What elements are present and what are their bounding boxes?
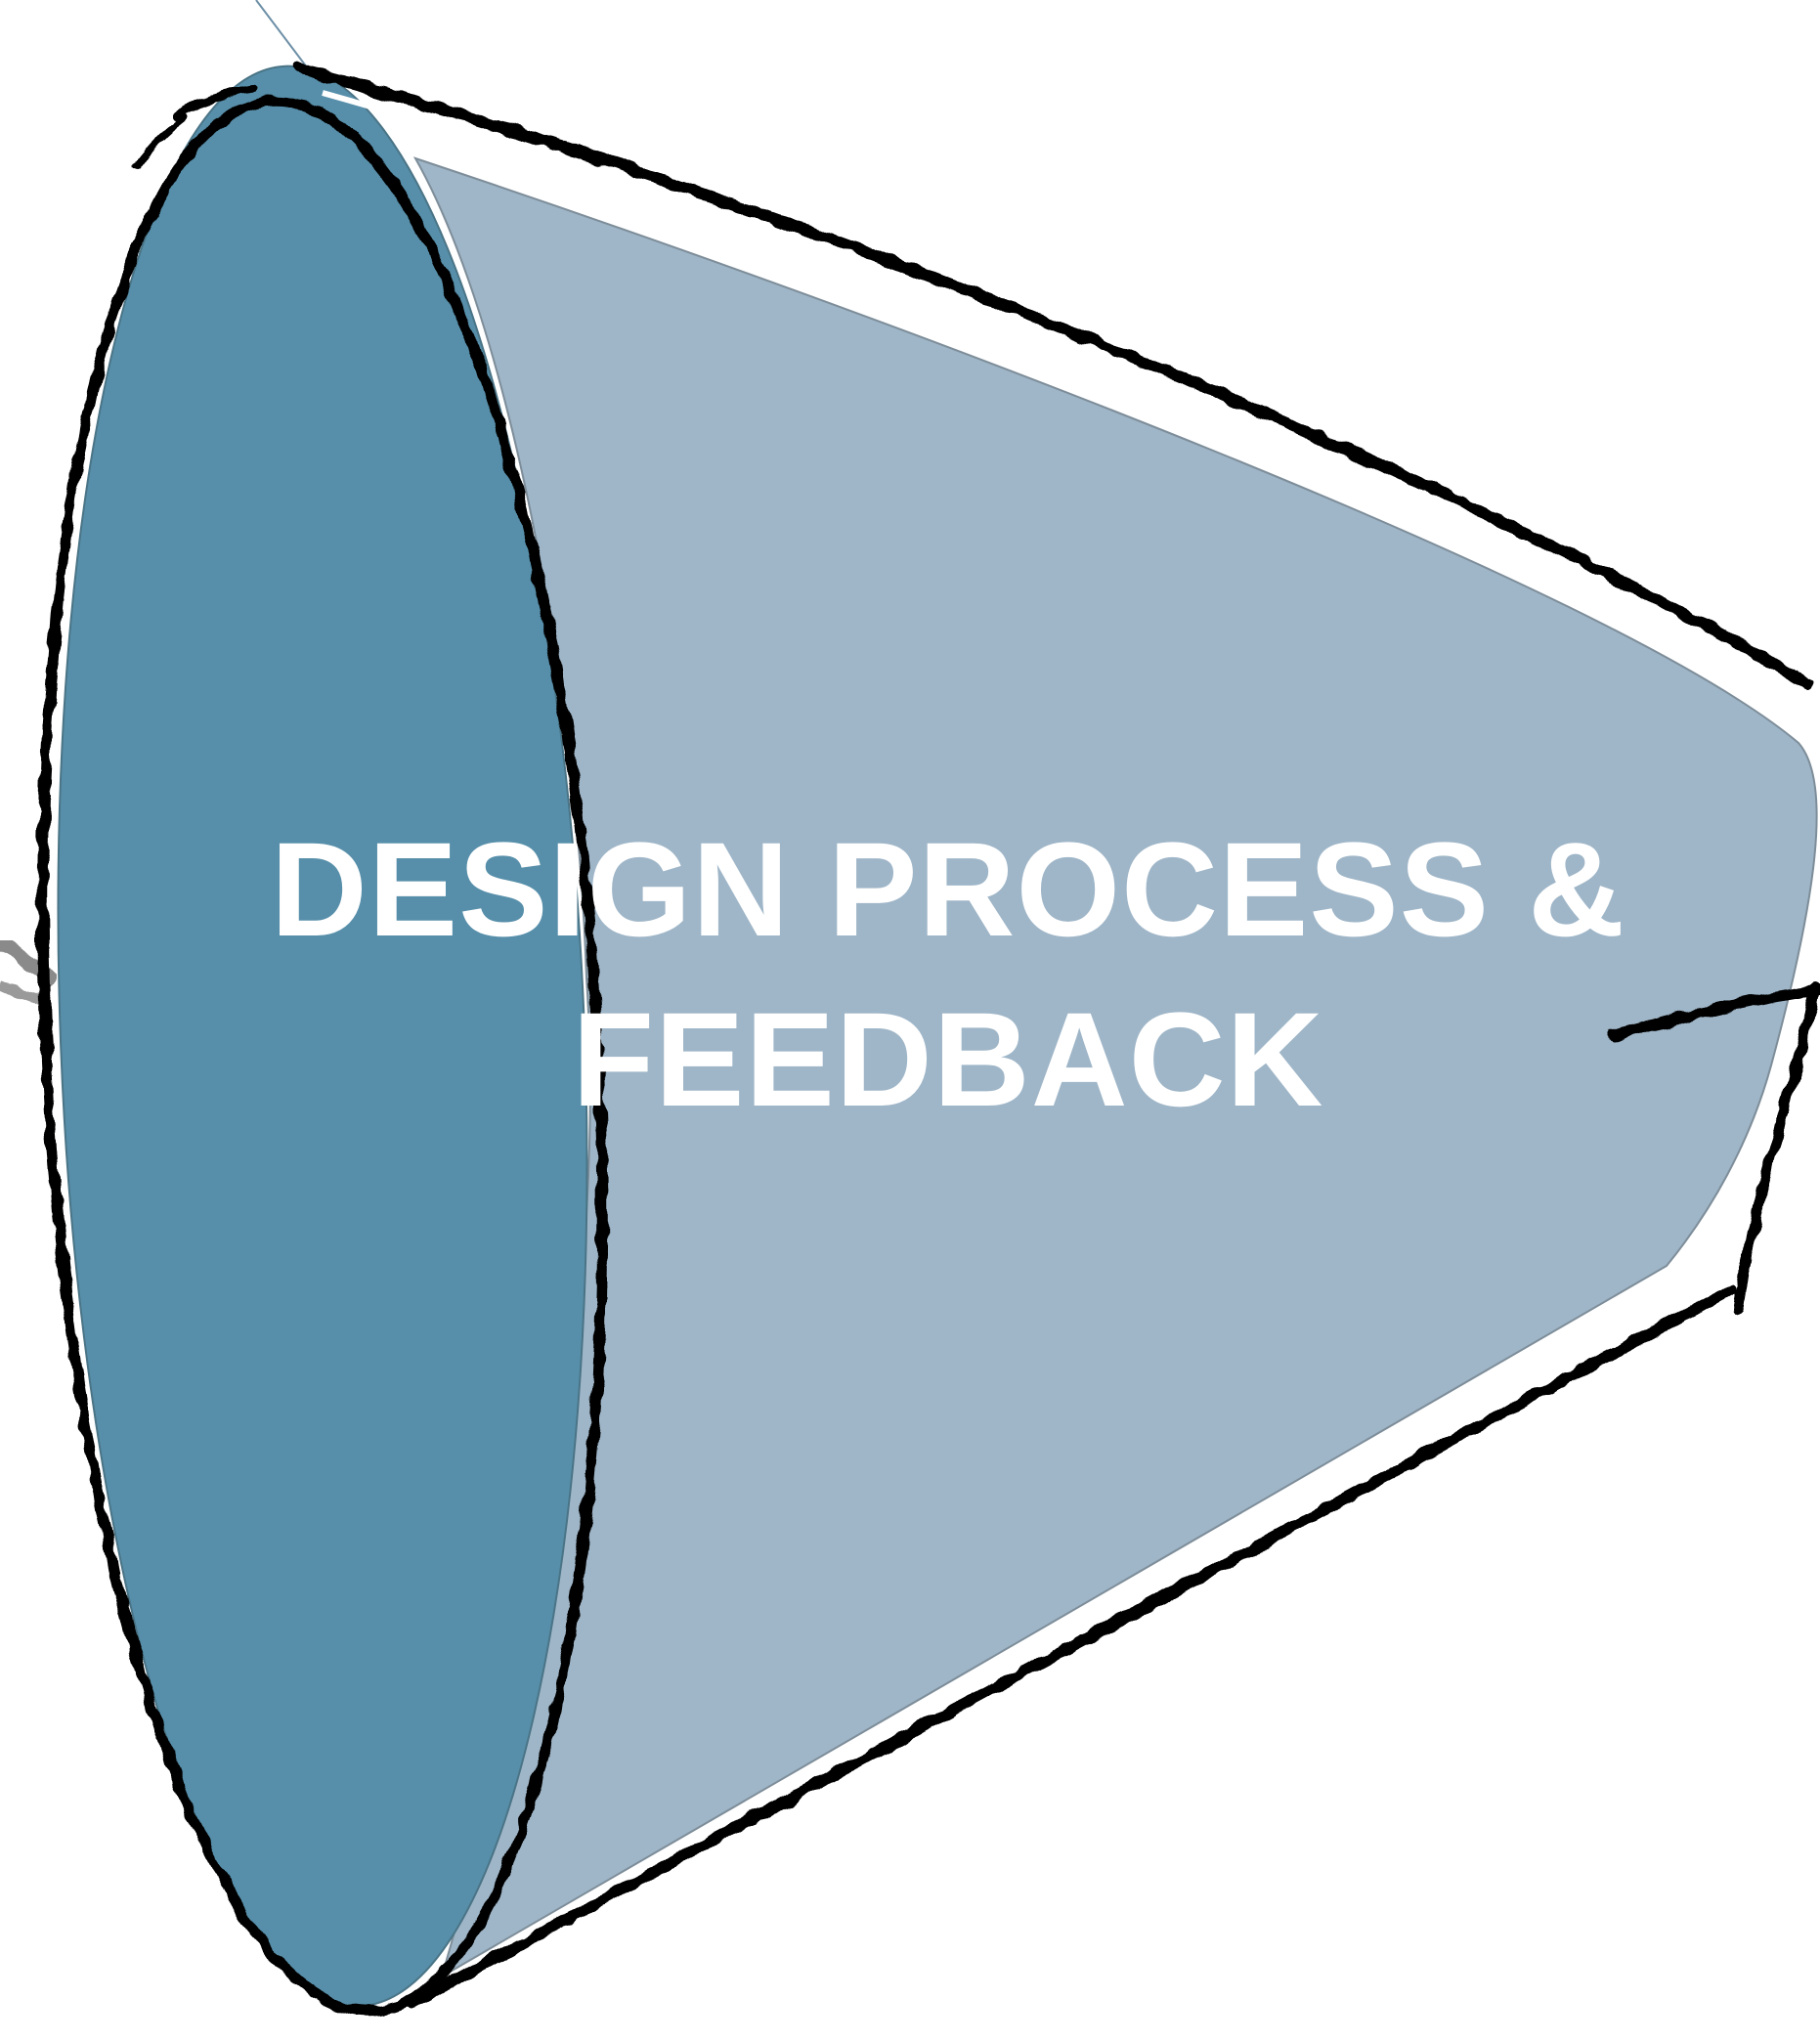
highlight-line	[322, 90, 1808, 707]
heading-line-1: DESIGN PROCESS &	[270, 815, 1626, 965]
heading-line-2: FEEDBACK	[572, 985, 1324, 1135]
sketch-outline	[37, 63, 1820, 2017]
